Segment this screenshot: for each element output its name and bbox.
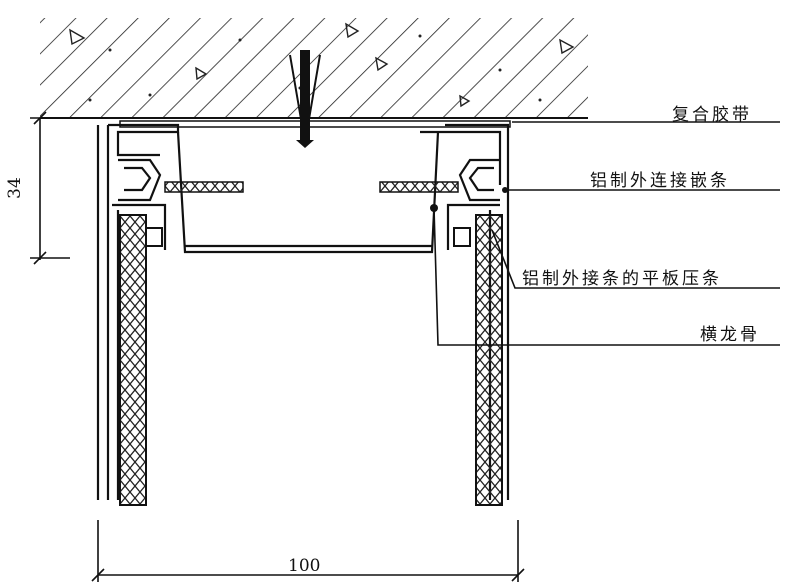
- width-dimension: [91, 520, 525, 582]
- screw-right: [379, 181, 459, 193]
- transom-marker: [430, 204, 438, 212]
- right-panel: [475, 214, 503, 506]
- leader-pressing-strip: [491, 229, 780, 289]
- concrete-slab: [40, 18, 588, 119]
- anchor-bolt: [289, 50, 321, 148]
- dimension-width-label: 100: [288, 556, 321, 576]
- nut-blocks: [145, 227, 471, 247]
- leader-transom: [433, 207, 780, 346]
- left-panel: [119, 214, 147, 506]
- aggregate-marks: [69, 22, 575, 108]
- dimension-height-label: 34: [4, 177, 25, 199]
- label-aluminum-outer-insert-strip: 铝制外连接嵌条: [590, 171, 730, 191]
- label-aluminum-outer-strip-flat-pressing: 铝制外接条的平板压条: [522, 269, 722, 289]
- insert-strip-marker: [502, 187, 508, 193]
- screw-left: [164, 181, 244, 193]
- label-transom: 横龙骨: [700, 325, 760, 345]
- label-composite-tape: 复合胶带: [672, 105, 752, 125]
- height-dimension: [30, 111, 108, 265]
- leader-lines: [433, 121, 780, 346]
